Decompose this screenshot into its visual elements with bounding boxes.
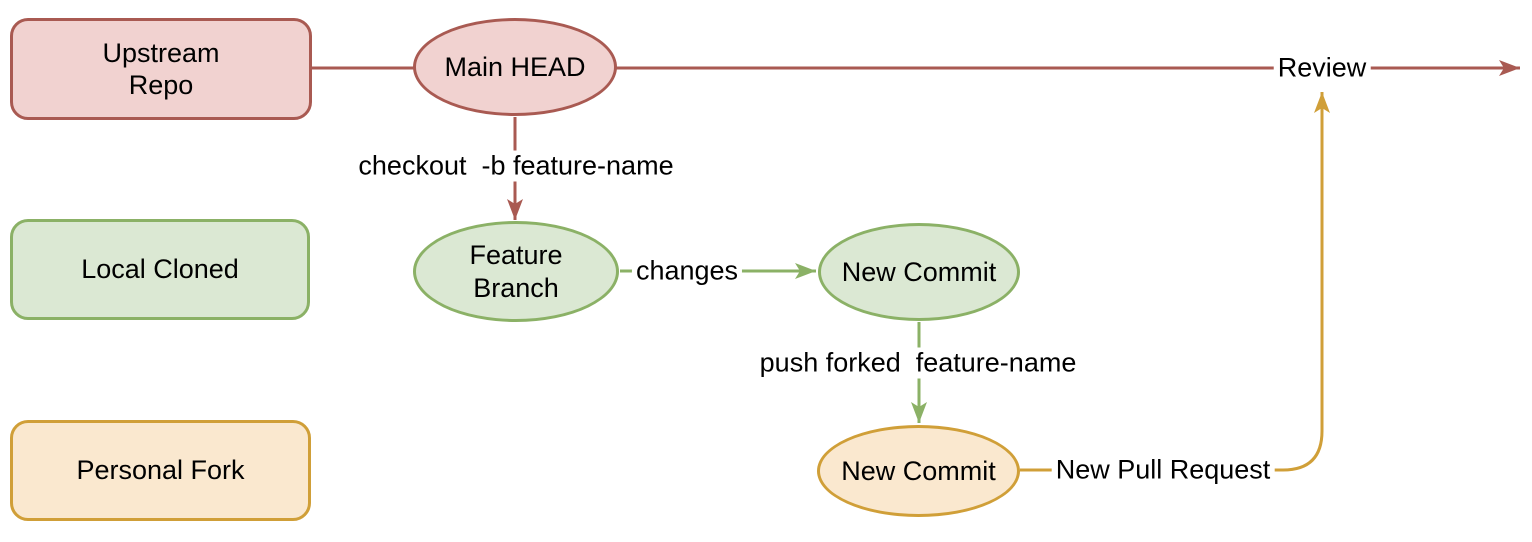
- edge-label-changes: changes: [631, 255, 743, 287]
- node-label-new-commit-local: New Commit: [841, 256, 997, 287]
- edge-label-checkout: checkout -b feature-name: [354, 150, 678, 182]
- lane-label-upstream-repo: Upstream Repo: [102, 37, 220, 100]
- lane-box-personal-fork: Personal Fork: [10, 420, 311, 521]
- node-new-commit-local: New Commit: [818, 223, 1020, 321]
- lane-box-upstream-repo: Upstream Repo: [10, 18, 312, 120]
- node-label-new-commit-fork: New Commit: [841, 455, 996, 486]
- edge-label-review: Review: [1273, 52, 1371, 84]
- node-label-feature-branch: Feature Branch: [469, 240, 563, 303]
- lane-label-local-cloned: Local Cloned: [81, 254, 239, 285]
- node-main-head: Main HEAD: [413, 18, 617, 116]
- edge-label-pull-request: New Pull Request: [1051, 454, 1275, 486]
- lane-box-local-cloned: Local Cloned: [10, 219, 310, 320]
- edge-label-push: push forked feature-name: [755, 347, 1081, 379]
- lane-label-personal-fork: Personal Fork: [76, 455, 245, 486]
- node-new-commit-fork: New Commit: [817, 425, 1020, 517]
- node-label-main-head: Main HEAD: [444, 51, 586, 82]
- node-feature-branch: Feature Branch: [413, 221, 619, 322]
- edge-pull-request-line: [1020, 92, 1330, 472]
